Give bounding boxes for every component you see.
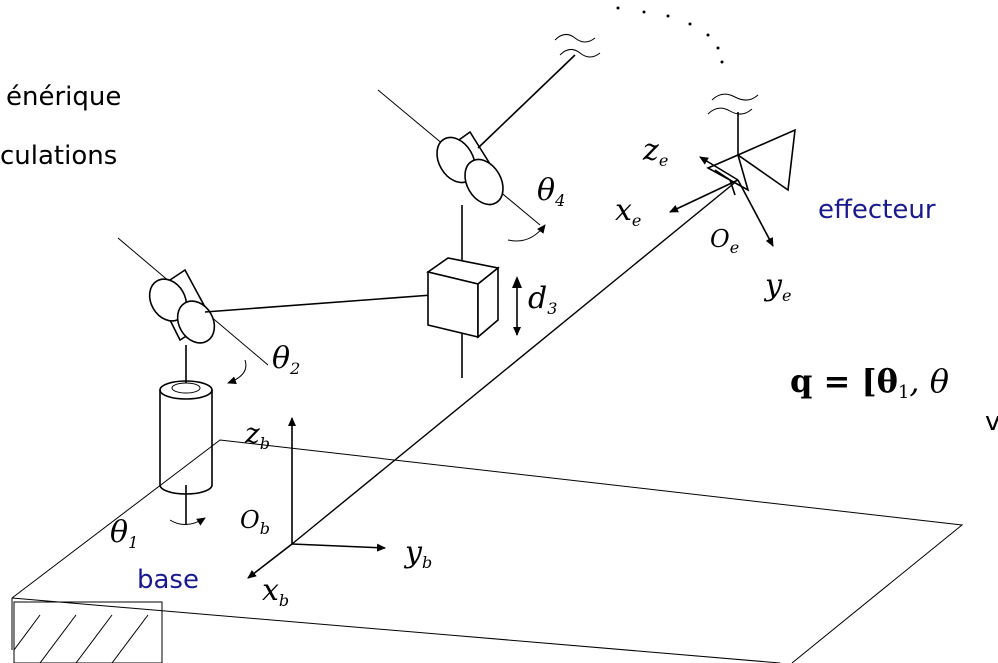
label-theta2: θ2 <box>272 341 300 378</box>
label-y-b: yb <box>403 535 432 572</box>
joint-4 <box>377 34 601 242</box>
end-effector <box>706 93 796 196</box>
base-label: base <box>137 565 199 595</box>
base-to-effector-line <box>291 179 739 545</box>
link-2-3 <box>204 294 433 313</box>
config-vector: q = [θ1, θ <box>790 362 949 403</box>
joint-2 <box>117 237 269 385</box>
label-z-b: zb <box>244 417 270 453</box>
label-x-e: xe <box>615 193 641 230</box>
top-left-text-2: culations <box>0 141 117 171</box>
label-O-e: Oe <box>710 225 739 257</box>
dotted-chain <box>616 6 724 64</box>
label-z-e: ze <box>642 133 668 170</box>
label-x-b: xb <box>262 573 289 610</box>
label-O-b: Ob <box>240 506 270 538</box>
config-vector-cont: v <box>985 407 998 437</box>
label-y-e: ye <box>763 268 791 305</box>
label-theta4: θ4 <box>537 173 565 210</box>
base-frame-axes <box>247 417 386 579</box>
label-theta1: θ1 <box>110 515 138 552</box>
base-platform <box>11 439 964 663</box>
joint-1-cylinder <box>159 380 213 526</box>
joint-3-cube <box>426 205 522 378</box>
effector-frame-axes <box>669 156 774 247</box>
top-left-text-1: énérique <box>6 82 121 112</box>
effector-label: effecteur <box>818 195 936 225</box>
label-d3: d3 <box>528 281 557 318</box>
